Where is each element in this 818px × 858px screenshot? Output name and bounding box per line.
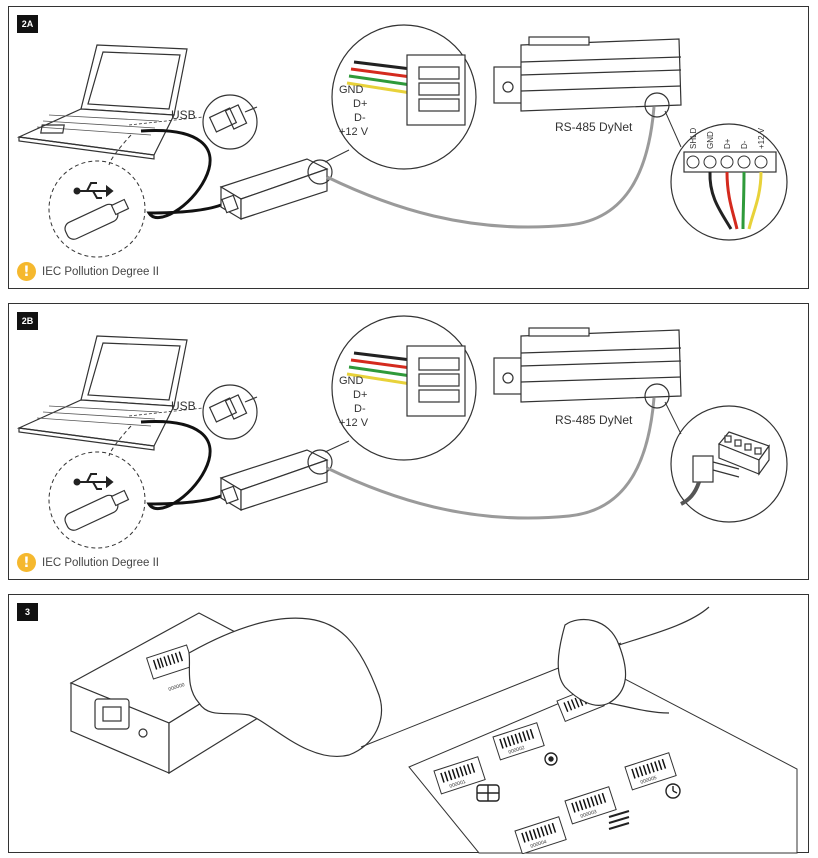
terminal-label-dplus: D+	[723, 138, 732, 149]
panel-badge: 2A	[17, 15, 38, 33]
usb-converter	[219, 449, 329, 512]
usb-plug-icon	[208, 104, 258, 133]
usb-label: USB	[171, 108, 196, 122]
usb-stick-zoom	[48, 451, 146, 549]
wiring-diagram-2b: USB	[16, 315, 788, 549]
usb-cable	[140, 419, 222, 511]
device-label-sticker	[145, 644, 195, 680]
wire-label-dplus: D+	[353, 98, 367, 110]
warning-row: ! IEC Pollution Degree II	[17, 262, 159, 281]
rs485-cable	[326, 397, 656, 520]
laptop	[16, 335, 188, 451]
device-sticker-code: 000000	[168, 682, 186, 693]
sticker-code: 000005	[640, 775, 658, 786]
panel-badge: 2B	[17, 312, 38, 330]
terminal-label-12v: +12 V	[757, 127, 766, 149]
usb-converter	[219, 158, 329, 221]
rs485-device	[493, 36, 682, 112]
panel-2b: 2B USB	[8, 303, 809, 580]
terminal-label-shld: SHLD	[689, 127, 698, 149]
plug-cable	[680, 481, 701, 506]
exclamation-circle-icon: !	[17, 262, 36, 281]
connector-wires	[346, 60, 412, 95]
rj-connector	[406, 345, 466, 417]
connector-wires	[346, 351, 412, 386]
sheet-icons	[476, 752, 681, 830]
device-label: RS-485 DyNet	[555, 413, 633, 427]
usb-cable	[140, 128, 222, 220]
sheet-stickers: 000001 000002 000003 000005 000004	[433, 722, 677, 854]
panel-2a: 2A USB	[8, 6, 809, 289]
rs485-cable	[326, 106, 656, 229]
plug-zoom-circle	[670, 405, 788, 523]
sticker-code: 000003	[580, 809, 598, 820]
panel-badge: 3	[17, 603, 38, 621]
device-label: RS-485 DyNet	[555, 120, 633, 134]
warning-row: ! IEC Pollution Degree II	[17, 553, 159, 572]
wiring-diagram-2a: USB	[16, 24, 788, 258]
terminal-label-dminus: D-	[740, 140, 749, 149]
pluggable-terminal	[692, 431, 770, 483]
labeling-diagram: 000001 000002 000003 000005 000004	[69, 606, 798, 854]
sticker-code: 000004	[530, 839, 548, 850]
wire-label-12v: +12 V	[339, 126, 369, 138]
exclamation-circle-icon: !	[17, 553, 36, 572]
hand-left	[188, 617, 383, 758]
terminal-screws	[686, 155, 768, 169]
rs485-device	[493, 327, 682, 403]
laptop	[16, 44, 188, 160]
usb-label: USB	[171, 399, 196, 413]
terminal-wires	[708, 171, 763, 230]
usb-stick	[64, 198, 130, 240]
usb-stick-zoom	[48, 160, 146, 258]
sticker-code: 000002	[508, 745, 526, 756]
warning-text: IEC Pollution Degree II	[42, 556, 159, 569]
terminal-label-gnd: GND	[706, 131, 715, 149]
wire-label-dminus: D-	[354, 112, 366, 124]
wire-label-dminus: D-	[354, 403, 366, 415]
usb-plug-icon	[208, 394, 258, 423]
warning-text: IEC Pollution Degree II	[42, 265, 159, 278]
rj-connector	[406, 54, 466, 126]
hand-right	[557, 618, 627, 706]
wire-label-gnd: GND	[339, 375, 364, 387]
usb-stick	[64, 489, 130, 531]
wire-label-12v: +12 V	[339, 417, 369, 429]
usb-icon	[73, 473, 114, 490]
panel-3: 3	[8, 594, 809, 854]
sticker-code: 000001	[449, 779, 467, 790]
wire-label-dplus: D+	[353, 389, 367, 401]
usb-icon	[73, 182, 114, 199]
wire-label-gnd: GND	[339, 84, 364, 96]
